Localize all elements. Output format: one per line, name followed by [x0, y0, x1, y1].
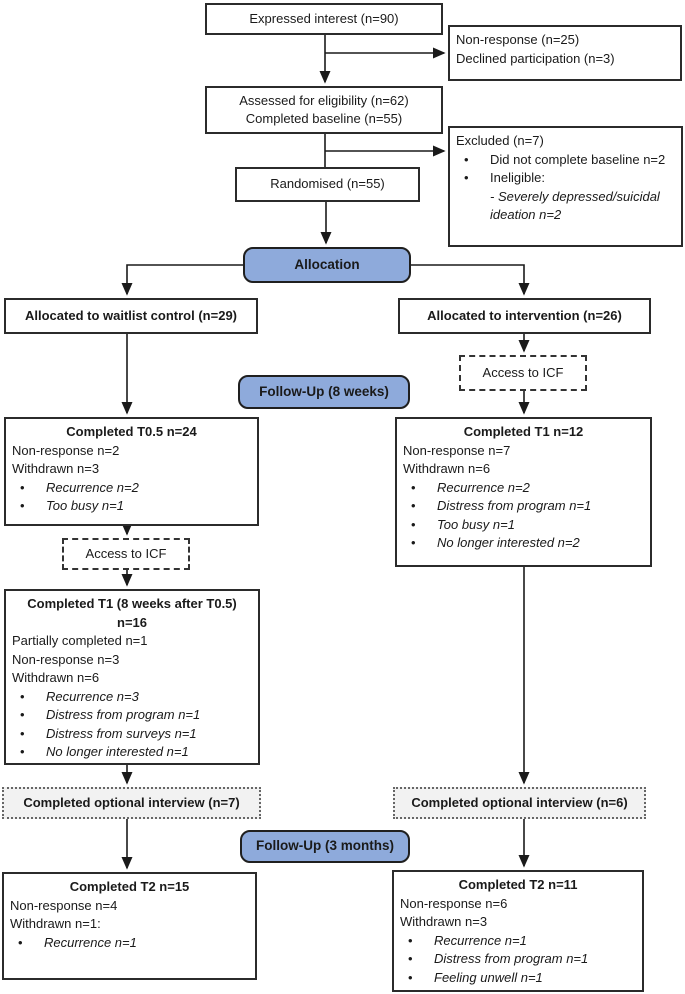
access-icf-left-label: Access to ICF	[85, 545, 167, 561]
t1-left-nonresponse-line: Non-response n=3	[12, 651, 120, 667]
bullet-dot-icon: •	[464, 151, 469, 167]
non-response-box: Non-response (n=25) Declined participati…	[448, 25, 682, 81]
optional-interview-right-label: Completed optional interview (n=6)	[411, 794, 628, 810]
bullet-dot-icon: •	[20, 707, 25, 722]
optional-interview-left-box: Completed optional interview (n=7)	[2, 787, 261, 819]
excluded-box: Excluded (n=7) • Did not complete baseli…	[448, 126, 683, 247]
t05-bullet: • Too busy n=1	[12, 497, 251, 516]
t05-withdrawn-line: Withdrawn n=3	[12, 461, 100, 476]
optional-interview-right-box: Completed optional interview (n=6)	[393, 787, 646, 819]
expressed-interest-box: Expressed interest (n=90)	[205, 3, 443, 35]
t2-right-bullet: • Distress from program n=1	[400, 950, 636, 969]
optional-interview-left-label: Completed optional interview (n=7)	[23, 794, 240, 810]
declined-participation-line: Declined participation (n=3)	[456, 50, 615, 66]
access-icf-left-box: Access to ICF	[62, 538, 190, 570]
t2-left-bullet: • Recurrence n=1	[10, 934, 249, 953]
completed-t2-left-title: Completed T2 n=15	[69, 879, 190, 894]
t05-nonresponse-line: Non-response n=2	[12, 442, 120, 458]
randomised-label: Randomised (n=55)	[270, 176, 385, 192]
allocation-stage-label: Allocation	[294, 256, 360, 272]
bullet-dot-icon: •	[411, 479, 416, 495]
completed-t1-left-title: Completed T1 (8 weeks after T0.5)	[27, 596, 237, 611]
completed-baseline-line: Completed baseline (n=55)	[245, 111, 403, 126]
t1-left-withdrawn-line: Withdrawn n=6	[12, 670, 100, 685]
completed-t2-left-box: Completed T2 n=15 Non-response n=4 Withd…	[2, 872, 257, 980]
t1-right-nonresponse-line: Non-response n=7	[403, 442, 511, 458]
access-icf-right-label: Access to ICF	[482, 364, 564, 380]
t2-right-withdrawn-line: Withdrawn n=3	[400, 914, 488, 929]
t1-left-bullet: • Recurrence n=3	[12, 688, 252, 707]
bullet-dot-icon: •	[20, 744, 25, 759]
completed-t1-right-box: Completed T1 n=12 Non-response n=7 Withd…	[395, 417, 652, 567]
completed-t1-right-title: Completed T1 n=12	[463, 424, 584, 439]
bullet-dot-icon: •	[20, 498, 25, 513]
non-response-line: Non-response (n=25)	[456, 32, 580, 47]
completed-t1-left-n: n=16	[117, 614, 147, 630]
t2-left-nonresponse-line: Non-response n=4	[10, 897, 118, 913]
t1-right-bullet: • Recurrence n=2	[403, 479, 644, 498]
followup-3-months-label: Follow-Up (3 months)	[256, 838, 394, 854]
bullet-dot-icon: •	[18, 934, 23, 950]
bullet-dot-icon: •	[20, 479, 25, 495]
allocated-waitlist-label: Allocated to waitlist control (n=29)	[25, 307, 237, 323]
t1-right-bullet: • Distress from program n=1	[403, 497, 644, 516]
followup-3-months-stage-box: Follow-Up (3 months)	[240, 830, 410, 863]
followup-8-weeks-stage-box: Follow-Up (8 weeks)	[238, 375, 410, 409]
t2-right-bullet: • Feeling unwell n=1	[400, 969, 636, 988]
randomised-box: Randomised (n=55)	[235, 167, 420, 202]
completed-t05-box: Completed T0.5 n=24 Non-response n=2 Wit…	[4, 417, 259, 526]
allocated-waitlist-box: Allocated to waitlist control (n=29)	[4, 298, 258, 334]
allocation-stage-box: Allocation	[243, 247, 411, 283]
bullet-dot-icon: •	[411, 535, 416, 550]
allocated-intervention-box: Allocated to intervention (n=26)	[398, 298, 651, 334]
completed-t1-left-box: Completed T1 (8 weeks after T0.5) n=16 P…	[4, 589, 260, 765]
excluded-ineligible-detail: - Severely depressed/suicidal ideation n…	[490, 188, 660, 223]
t1-right-withdrawn-line: Withdrawn n=6	[403, 461, 491, 476]
completed-t05-title: Completed T0.5 n=24	[66, 424, 197, 439]
excluded-bullet-2: • Ineligible: - Severely depressed/suici…	[456, 169, 675, 225]
completed-t2-right-box: Completed T2 n=11 Non-response n=6 Withd…	[392, 870, 644, 992]
completed-t2-right-title: Completed T2 n=11	[458, 877, 578, 892]
followup-8-weeks-label: Follow-Up (8 weeks)	[259, 383, 389, 399]
bullet-dot-icon: •	[408, 932, 413, 948]
excluded-ineligible-label: Ineligible:	[490, 170, 545, 185]
t1-left-bullet: • Distress from program n=1	[12, 706, 252, 725]
bullet-dot-icon: •	[464, 170, 469, 185]
bullet-dot-icon: •	[411, 516, 416, 532]
bullet-dot-icon: •	[408, 969, 413, 985]
access-icf-right-box: Access to ICF	[459, 355, 587, 391]
t05-bullet: • Recurrence n=2	[12, 479, 251, 498]
t1-left-bullet: • No longer interested n=1	[12, 743, 252, 762]
t2-left-withdrawn-line: Withdrawn n=1:	[10, 916, 101, 931]
allocated-intervention-label: Allocated to intervention (n=26)	[427, 307, 622, 323]
bullet-dot-icon: •	[411, 498, 416, 513]
excluded-bullet-1: • Did not complete baseline n=2	[456, 151, 675, 170]
bullet-dot-icon: •	[408, 951, 413, 966]
t1-left-partial-line: Partially completed n=1	[12, 633, 148, 648]
assessed-eligibility-line: Assessed for eligibility (n=62)	[239, 92, 409, 108]
expressed-interest-label: Expressed interest (n=90)	[249, 10, 399, 26]
t1-right-bullet: • Too busy n=1	[403, 516, 644, 535]
t2-right-bullet: • Recurrence n=1	[400, 932, 636, 951]
bullet-dot-icon: •	[20, 725, 25, 741]
t1-right-bullet: • No longer interested n=2	[403, 534, 644, 553]
t2-right-nonresponse-line: Non-response n=6	[400, 895, 508, 911]
bullet-dot-icon: •	[20, 688, 25, 704]
excluded-title: Excluded (n=7)	[456, 133, 544, 148]
t1-left-bullet: • Distress from surveys n=1	[12, 725, 252, 744]
assessed-eligibility-box: Assessed for eligibility (n=62) Complete…	[205, 86, 443, 134]
